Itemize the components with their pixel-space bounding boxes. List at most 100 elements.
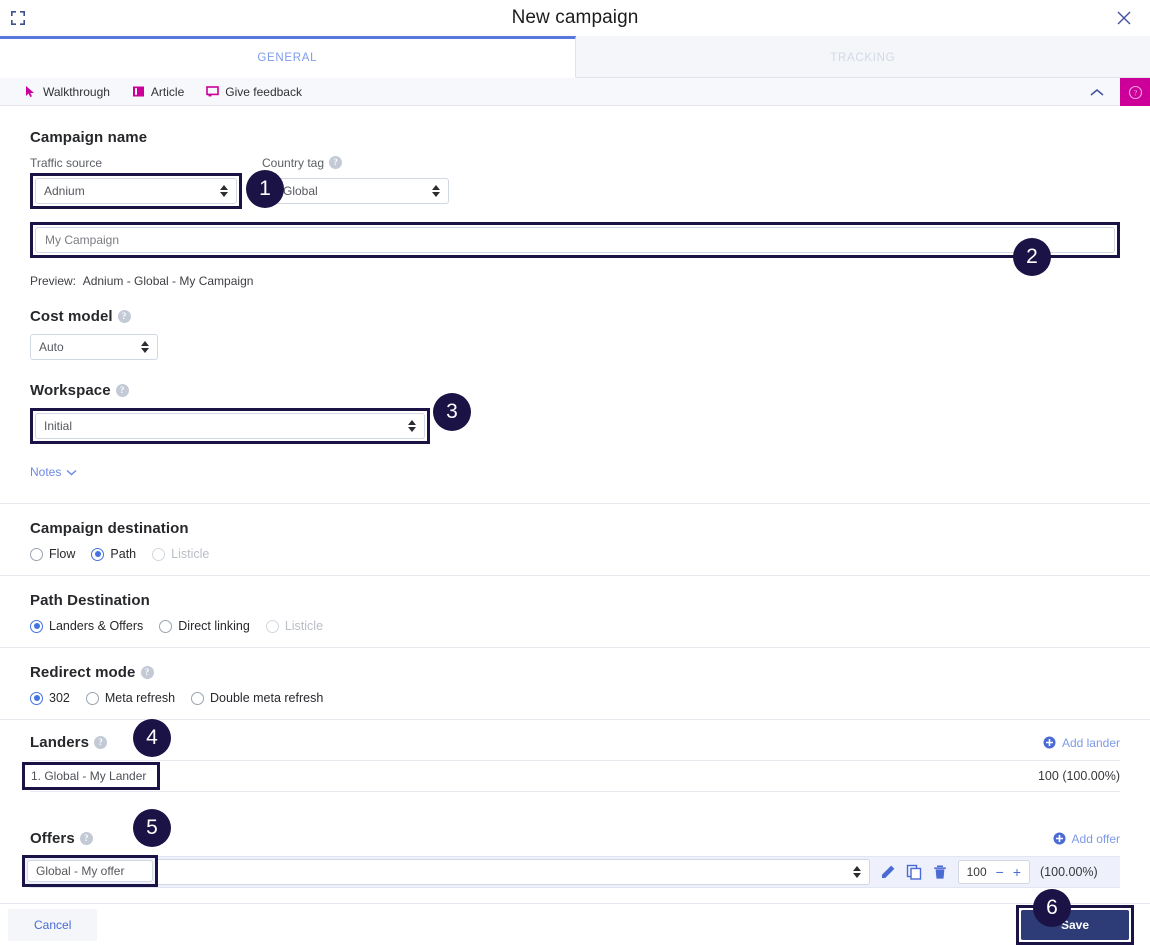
offers-help-icon[interactable]: ? <box>79 832 93 845</box>
question-circle-icon[interactable]: ? <box>1120 78 1150 106</box>
workspace-help-icon[interactable]: ? <box>115 384 129 397</box>
lander-name: 1. Global - My Lander <box>31 769 147 783</box>
radio-indicator <box>191 691 205 705</box>
divider <box>0 719 1150 720</box>
radio-double-meta-refresh[interactable]: Double meta refresh <box>191 691 323 705</box>
tab-bar: GENERAL TRACKING <box>0 36 1150 78</box>
cancel-button[interactable]: Cancel <box>8 908 98 941</box>
radio-listicle-path: Listicle <box>265 619 324 633</box>
radio-direct-linking-label: Direct linking <box>178 619 250 633</box>
cost-model-select[interactable]: Auto <box>30 334 158 360</box>
walkthrough-link[interactable]: Walkthrough <box>24 85 110 99</box>
book-icon <box>132 85 145 98</box>
title-bar: New campaign <box>0 0 1150 36</box>
workspace-select[interactable]: Initial <box>35 413 425 439</box>
campaign-name-input[interactable]: My Campaign <box>35 227 1115 253</box>
divider <box>0 647 1150 648</box>
tab-general-label: GENERAL <box>257 52 318 64</box>
speech-bubble-icon <box>206 85 220 98</box>
add-lander-button[interactable]: Add lander <box>1043 736 1120 750</box>
radio-listicle-label: Listicle <box>171 547 210 561</box>
offer-weight-value: 100 <box>966 865 987 879</box>
country-tag-select[interactable]: Global <box>274 178 449 204</box>
cursor-icon <box>24 85 37 98</box>
country-tag-label: Country tag? <box>262 156 437 170</box>
radio-path[interactable]: Path <box>91 547 136 561</box>
radio-indicator <box>30 619 43 633</box>
radio-302-label: 302 <box>49 691 70 705</box>
tab-tracking-label: TRACKING <box>830 52 896 64</box>
campaign-name-highlight: My Campaign <box>30 222 1120 258</box>
article-link[interactable]: Article <box>132 85 184 99</box>
offer-name-highlight: Global - My offer <box>22 855 158 887</box>
lander-name-highlight: 1. Global - My Lander <box>22 762 160 790</box>
radio-indicator <box>91 547 105 561</box>
traffic-source-select[interactable]: Adnium <box>35 178 237 204</box>
add-offer-button[interactable]: Add offer <box>1053 832 1120 846</box>
radio-direct-linking[interactable]: Direct linking <box>159 619 250 633</box>
workspace-value: Initial <box>44 419 73 433</box>
trash-icon[interactable] <box>932 864 948 880</box>
lander-weight: 100 (100.00%) <box>1037 769 1120 783</box>
radio-landers-offers[interactable]: Landers & Offers <box>30 619 143 633</box>
campaign-name-heading: Campaign name <box>30 129 148 146</box>
workspace-highlight: Initial <box>30 408 430 444</box>
chevron-up-icon[interactable] <box>1090 78 1104 106</box>
stepper-plus-button[interactable]: + <box>1012 864 1021 880</box>
radio-path-label: Path <box>110 547 137 561</box>
radio-indicator <box>30 547 43 561</box>
plus-circle-icon <box>1043 736 1056 749</box>
offer-row[interactable]: x Global - My offer <box>22 855 1120 888</box>
redirect-mode-help-icon[interactable]: ? <box>140 666 154 679</box>
select-arrows-icon <box>220 185 228 197</box>
preview-text: Preview: Adnium - Global - My Campaign <box>30 274 1120 288</box>
preview-value: Adnium - Global - My Campaign <box>82 274 254 288</box>
offer-select[interactable]: x <box>30 859 870 885</box>
radio-listicle-destination: Listicle <box>152 547 209 561</box>
article-label: Article <box>150 84 185 99</box>
country-tag-help-icon[interactable]: ? <box>329 156 343 169</box>
traffic-source-label: Traffic source <box>30 156 103 170</box>
notes-label: Notes <box>30 465 62 479</box>
radio-302[interactable]: 302 <box>30 691 70 705</box>
select-arrows-icon <box>432 185 440 197</box>
radio-meta-refresh[interactable]: Meta refresh <box>85 691 176 705</box>
select-arrows-icon <box>852 866 861 878</box>
radio-meta-refresh-label: Meta refresh <box>104 691 176 705</box>
cost-model-heading: Cost model? <box>30 308 1120 325</box>
help-bar: Walkthrough Article Give feedback <box>0 78 1150 106</box>
pencil-icon[interactable] <box>880 864 896 880</box>
footer-bar: Cancel Save <box>0 903 1150 945</box>
step-badge-5: 5 <box>133 809 171 847</box>
expand-collapse-icon[interactable] <box>8 8 28 28</box>
redirect-mode-heading: Redirect mode? <box>30 664 1120 681</box>
path-destination-radios: Landers & Offers Direct linking Listicle <box>30 619 1120 633</box>
tab-tracking[interactable]: TRACKING <box>575 36 1150 78</box>
radio-listicle-path-label: Listicle <box>284 619 324 633</box>
select-arrows-icon <box>141 341 149 353</box>
offer-weight-stepper[interactable]: 100 − + <box>957 860 1030 884</box>
radio-indicator <box>159 619 173 633</box>
tab-general[interactable]: GENERAL <box>0 36 576 78</box>
radio-double-meta-refresh-label: Double meta refresh <box>210 691 324 705</box>
campaign-destination-radios: Flow Path Listicle <box>30 547 1120 561</box>
lander-row[interactable]: 1. Global - My Lander 100 (100.00%) <box>22 760 1120 792</box>
radio-indicator <box>85 691 99 705</box>
radio-indicator <box>265 619 279 633</box>
redirect-mode-radios: 302 Meta refresh Double meta refresh <box>30 691 1120 705</box>
stepper-minus-button[interactable]: − <box>995 864 1004 880</box>
give-feedback-link[interactable]: Give feedback <box>206 85 302 99</box>
radio-flow[interactable]: Flow <box>30 547 75 561</box>
select-arrows-icon <box>408 420 416 432</box>
path-destination-heading: Path Destination <box>30 592 150 609</box>
radio-landers-offers-label: Landers & Offers <box>49 619 144 633</box>
radio-indicator <box>152 547 166 561</box>
radio-indicator <box>30 691 43 705</box>
step-badge-3: 3 <box>433 393 471 431</box>
cost-model-help-icon[interactable]: ? <box>117 310 131 323</box>
close-icon[interactable] <box>1112 6 1136 30</box>
duplicate-icon[interactable] <box>906 864 922 880</box>
help-links: Walkthrough Article Give feedback <box>0 85 302 99</box>
notes-toggle[interactable]: Notes <box>30 465 77 479</box>
landers-help-icon[interactable]: ? <box>94 736 108 749</box>
